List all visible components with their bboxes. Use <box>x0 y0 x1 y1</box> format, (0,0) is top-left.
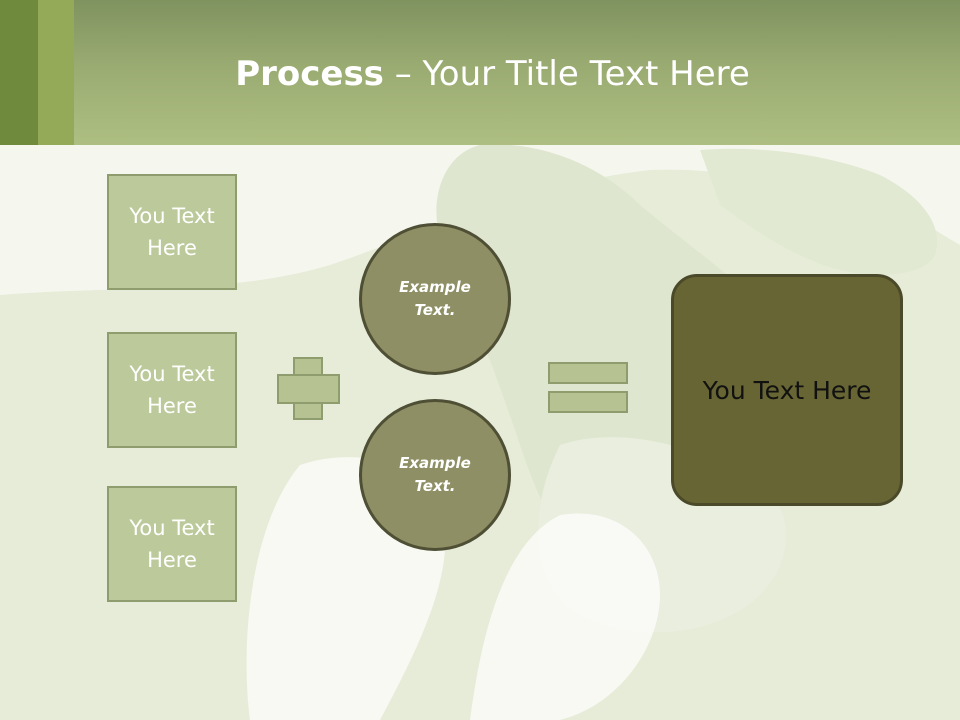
header-accent-stripe-light <box>38 0 74 145</box>
example-circle-1[interactable]: Example Text. <box>359 223 511 375</box>
text-box-2-label: You Text Here <box>129 362 215 418</box>
result-box[interactable]: You Text Here <box>671 274 903 506</box>
example-circle-1-label: Example Text. <box>399 278 471 319</box>
result-box-label: You Text Here <box>702 375 872 405</box>
plus-icon-center <box>295 376 321 402</box>
equals-icon-top-bar <box>548 362 628 384</box>
text-box-1-label: You Text Here <box>129 204 215 260</box>
equals-icon-bottom-bar <box>548 391 628 413</box>
example-circle-2[interactable]: Example Text. <box>359 399 511 551</box>
text-box-1[interactable]: You Text Here <box>107 174 237 290</box>
text-box-2[interactable]: You Text Here <box>107 332 237 448</box>
slide-title[interactable]: Process – Your Title Text Here <box>0 48 960 100</box>
example-circle-2-label: Example Text. <box>399 454 471 495</box>
title-bar <box>0 0 960 145</box>
text-box-3-label: You Text Here <box>129 516 215 572</box>
title-bold-text: Process <box>235 54 384 94</box>
header-accent-stripe-dark <box>0 0 38 145</box>
title-rest-text: – Your Title Text Here <box>383 54 750 94</box>
text-box-3[interactable]: You Text Here <box>107 486 237 602</box>
